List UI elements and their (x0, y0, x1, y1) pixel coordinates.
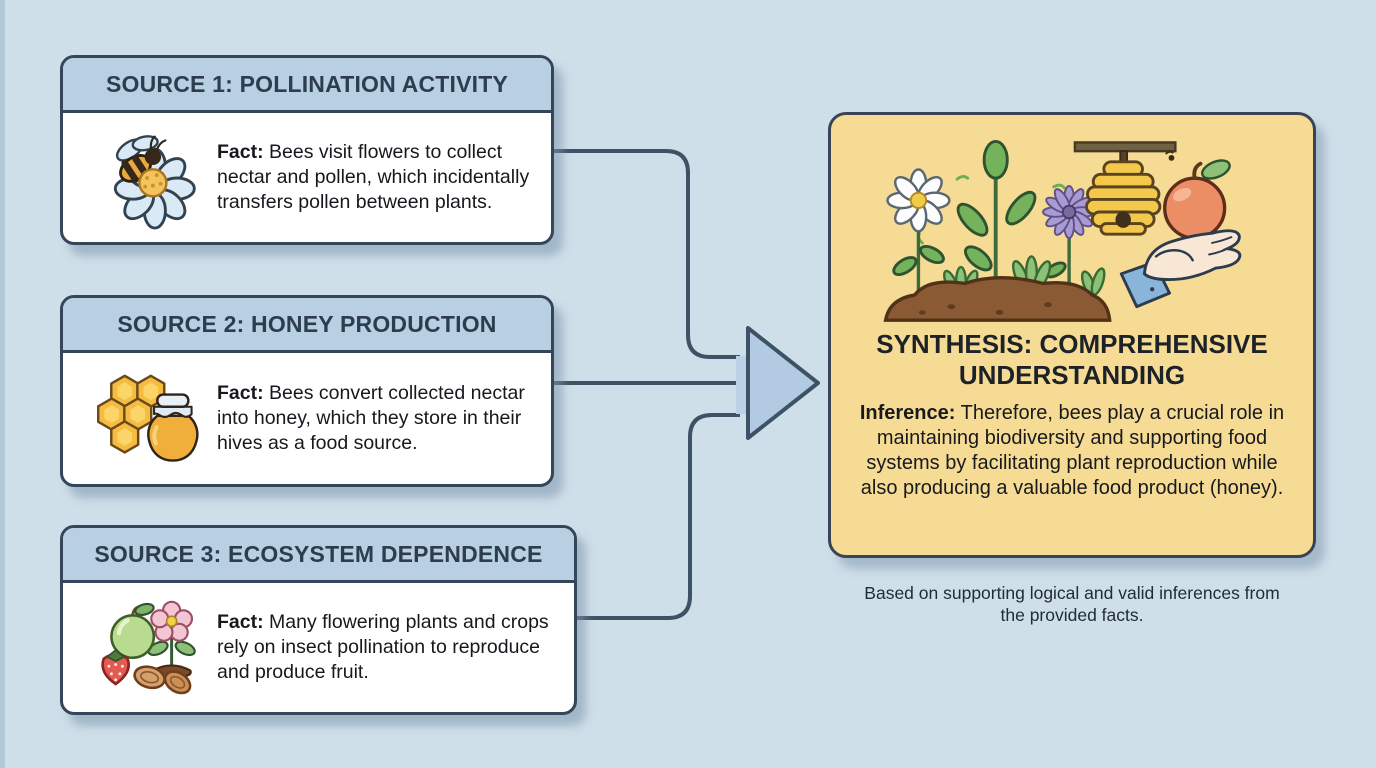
fact-label: Fact: (217, 611, 264, 633)
fact-body: Bees visit flowers to collect nectar and… (217, 141, 530, 213)
source-3-title: SOURCE 3: ECOSYSTEM DEPENDENCE (94, 540, 543, 567)
left-edge-strip (0, 0, 5, 768)
synthesis-caption-text: Based on supporting logical and valid in… (864, 583, 1280, 625)
fruits-flower-and-nuts-icon (97, 595, 203, 701)
garden-beehive-hand-with-apple-icon (883, 140, 1242, 322)
fact-label: Fact: (217, 141, 264, 163)
fact-body: Many flowering plants and crops rely on … (217, 611, 549, 683)
source-3-body: Fact: Many flowering plants and crops re… (63, 583, 574, 712)
source-1-title: SOURCE 1: POLLINATION ACTIVITY (105, 70, 509, 97)
honeycomb-and-honey-jar-icon (97, 366, 203, 472)
source-2-fact: Fact: Bees convert collected nectar into… (217, 381, 539, 456)
synthesis-card: SYNTHESIS: COMPREHENSIVE UNDERSTANDING I… (828, 112, 1316, 558)
source-2-header: SOURCE 2: HONEY PRODUCTION (63, 298, 551, 353)
connector-source1 (552, 149, 740, 359)
source-card-3: SOURCE 3: ECOSYSTEM DEPENDENCE (60, 525, 577, 715)
fact-body: Bees convert collected nectar into honey… (217, 382, 525, 454)
synthesis-caption: Based on supporting logical and valid in… (828, 583, 1316, 626)
source-2-body: Fact: Bees convert collected nectar into… (63, 353, 551, 484)
synthesis-inference: Inference: Therefore, bees play a crucia… (849, 401, 1295, 501)
source-2-title: SOURCE 2: HONEY PRODUCTION (117, 310, 497, 337)
inference-body: Therefore, bees play a crucial role in m… (860, 402, 1285, 499)
source-3-header: SOURCE 3: ECOSYSTEM DEPENDENCE (63, 528, 574, 583)
source-1-fact: Fact: Bees visit flowers to collect nect… (217, 140, 539, 215)
synthesis-title: SYNTHESIS: COMPREHENSIVE UNDERSTANDING (876, 329, 1268, 390)
inference-label: Inference: (859, 402, 956, 424)
fact-label: Fact: (217, 382, 264, 404)
source-card-2: SOURCE 2: HONEY PRODUCTION (60, 295, 554, 487)
source-1-header: SOURCE 1: POLLINATION ACTIVITY (63, 58, 551, 113)
connector-source3 (575, 413, 740, 620)
source-card-1: SOURCE 1: POLLINATION ACTIVITY (60, 55, 554, 245)
bee-on-flower-icon (97, 125, 203, 231)
source-3-fact: Fact: Many flowering plants and crops re… (217, 610, 562, 685)
source-1-body: Fact: Bees visit flowers to collect nect… (63, 113, 551, 242)
merge-arrow-icon (746, 326, 820, 440)
